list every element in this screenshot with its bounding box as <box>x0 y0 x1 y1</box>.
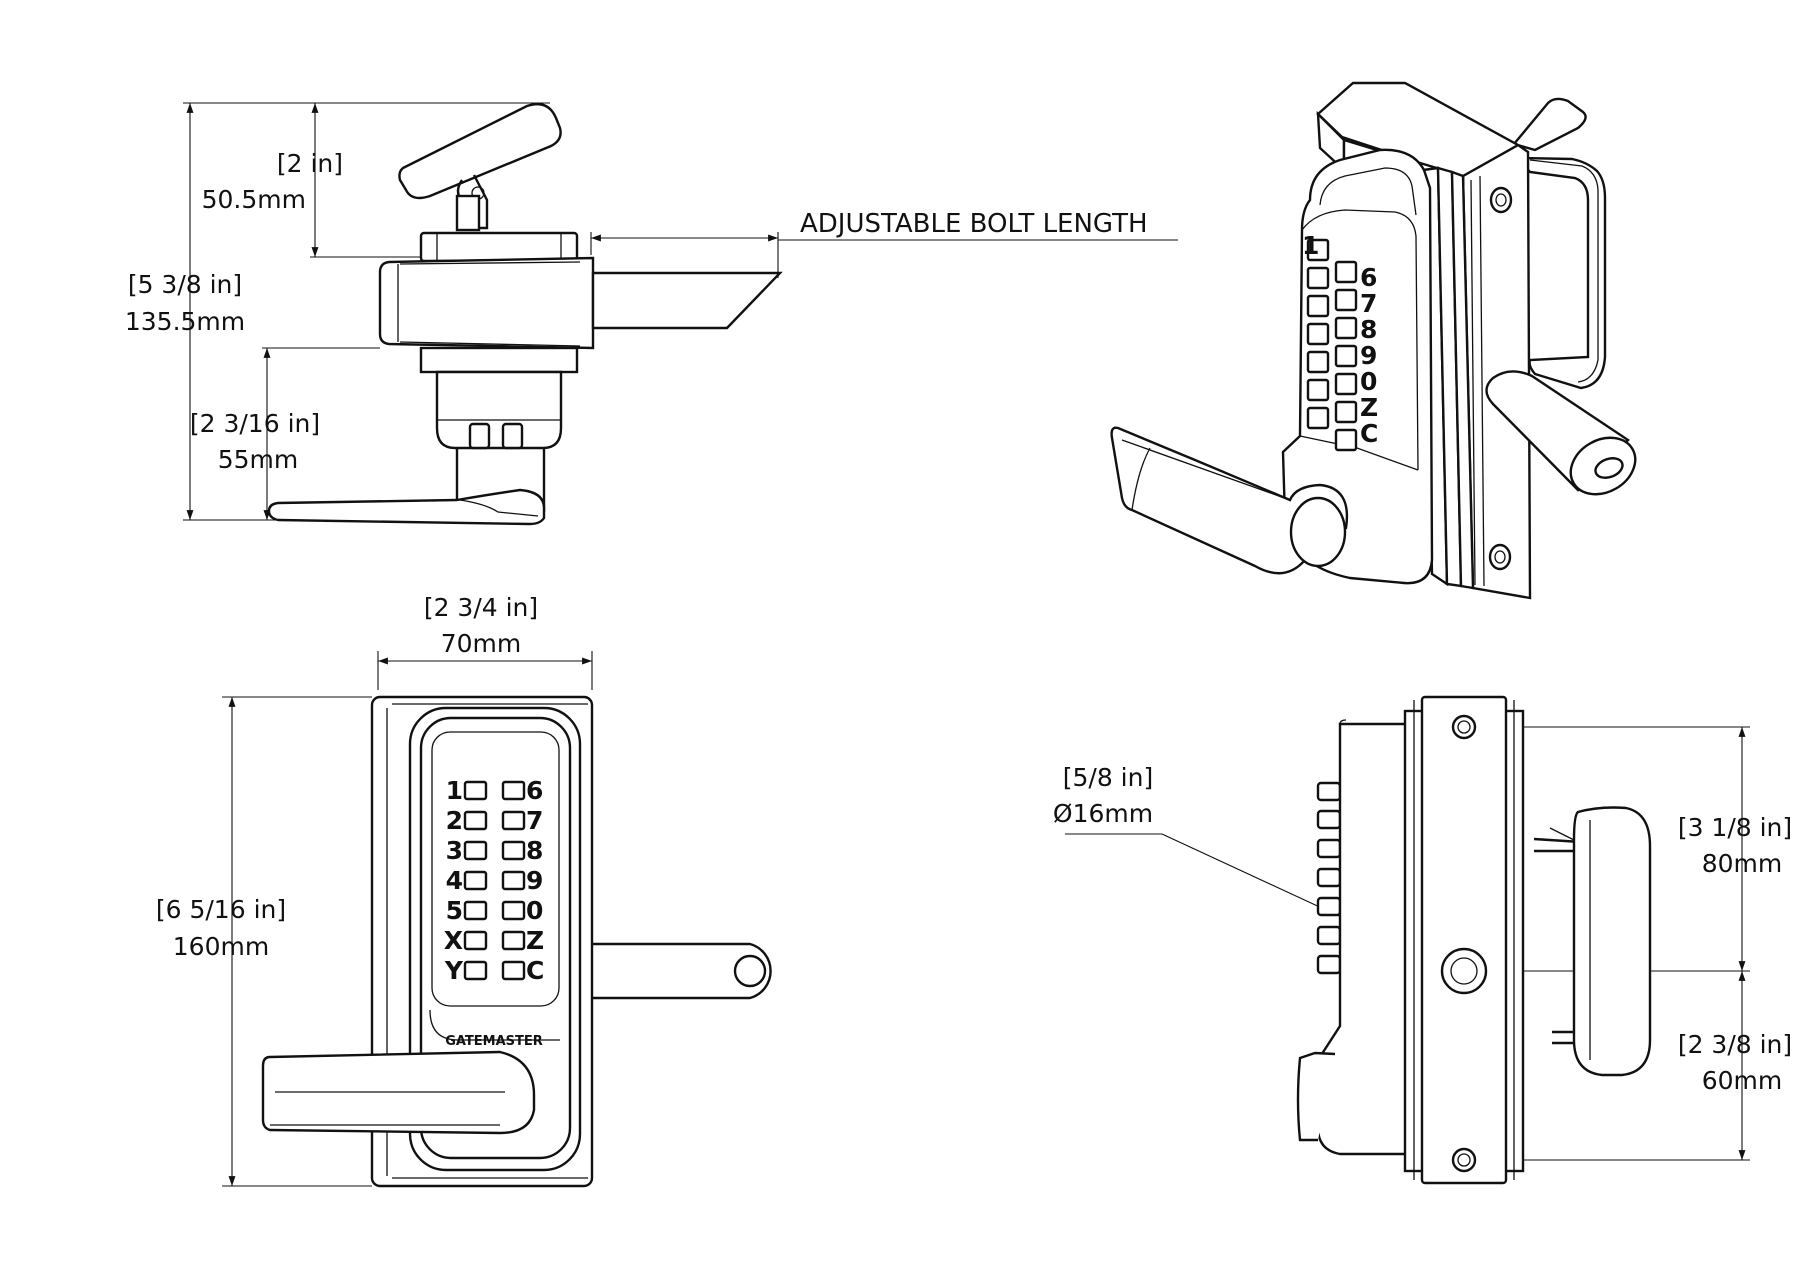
iso-key-label-z: Z <box>1360 393 1378 422</box>
dim-cap-height-in: [2 in] <box>277 149 343 178</box>
iso-key <box>1306 350 1330 374</box>
front-key-label-7: 7 <box>526 806 543 835</box>
rear-view-body <box>1296 695 1525 1185</box>
front-key-label-c: C <box>526 956 544 985</box>
front-key-left <box>463 840 488 861</box>
front-key-label-x: X <box>444 926 463 955</box>
side-view-cover-cap <box>398 102 562 232</box>
iso-key <box>1306 238 1330 262</box>
front-view-lever <box>261 1050 536 1135</box>
side-view-body <box>378 231 595 512</box>
iso-key-label-8: 8 <box>1360 315 1377 344</box>
dim-upper-mm: 80mm <box>1702 849 1783 878</box>
dim-overall-height-in: [5 3/8 in] <box>128 270 242 299</box>
iso-bolt <box>1485 370 1637 496</box>
front-key-label-3: 3 <box>446 836 463 865</box>
iso-key <box>1334 288 1358 312</box>
iso-key-label-6: 6 <box>1360 263 1377 292</box>
iso-key <box>1334 344 1358 368</box>
dim-height-in: [6 5/16 in] <box>156 895 286 924</box>
iso-key <box>1306 322 1330 346</box>
front-key-left <box>463 780 488 801</box>
side-view-dimension-lines <box>183 102 1178 521</box>
dim-lower-mm: 60mm <box>1702 1066 1783 1095</box>
isometric-view: 1 6 7 8 9 0 Z C <box>1110 81 1637 600</box>
front-view-bolt <box>588 942 772 1000</box>
side-view-top: [2 in] 50.5mm [5 3/8 in] 135.5mm [2 3/16… <box>125 102 1178 526</box>
iso-key-label-1: 1 <box>1302 231 1319 260</box>
iso-key <box>1306 294 1330 318</box>
dim-hole-in: [5/8 in] <box>1063 763 1153 792</box>
adjustable-bolt-label: ADJUSTABLE BOLT LENGTH <box>800 209 1148 239</box>
iso-rear-loop <box>1511 97 1607 390</box>
rear-view-button-stubs <box>1316 781 1342 975</box>
dim-width-mm: 70mm <box>441 629 522 658</box>
dim-upper-in: [3 1/8 in] <box>1678 813 1792 842</box>
dim-overall-height-mm: 135.5mm <box>125 307 245 336</box>
front-key-label-2: 2 <box>446 806 463 835</box>
front-key-right <box>501 810 526 831</box>
front-key-left <box>463 930 488 951</box>
rear-view-loop <box>1533 806 1652 1077</box>
front-key-label-y: Y <box>444 956 464 985</box>
dim-cap-height-mm: 50.5mm <box>202 185 306 214</box>
side-view-lever <box>267 488 546 526</box>
front-view-dimension-lines <box>222 651 593 1187</box>
front-key-left <box>463 900 488 921</box>
iso-key <box>1306 266 1330 290</box>
iso-lever <box>1110 426 1349 575</box>
front-key-label-4: 4 <box>446 866 463 895</box>
front-key-right <box>501 780 526 801</box>
dim-width-in: [2 3/4 in] <box>424 593 538 622</box>
front-key-right <box>501 900 526 921</box>
front-key-label-1: 1 <box>446 776 463 805</box>
front-key-left <box>463 960 488 981</box>
front-view-keypad: 1 2 3 4 5 X Y 6 7 8 9 0 Z C <box>444 776 545 985</box>
front-key-label-z: Z <box>526 926 544 955</box>
front-key-right <box>501 840 526 861</box>
front-view: 1 2 3 4 5 X Y 6 7 8 9 0 Z C GATEMASTER [… <box>156 593 772 1188</box>
dim-height-mm: 160mm <box>173 932 269 961</box>
front-key-left <box>463 870 488 891</box>
dim-lower-height-in: [2 3/16 in] <box>190 409 320 438</box>
front-key-label-5: 5 <box>446 896 463 925</box>
front-key-right <box>501 960 526 981</box>
dim-hole-mm: Ø16mm <box>1053 799 1153 828</box>
iso-key <box>1306 378 1330 402</box>
rear-view: [5/8 in] Ø16mm [3 1/8 in] 80mm [2 3/8 in… <box>1053 695 1792 1185</box>
front-key-right <box>501 870 526 891</box>
side-view-bolt <box>591 271 783 330</box>
iso-key <box>1334 260 1358 284</box>
iso-key <box>1334 400 1358 424</box>
front-key-label-6: 6 <box>526 776 543 805</box>
iso-keypad-buttons: 1 6 7 8 9 0 Z C <box>1302 231 1378 452</box>
brand-label: GATEMASTER <box>445 1034 543 1049</box>
dim-lower-in: [2 3/8 in] <box>1678 1030 1792 1059</box>
iso-key-label-9: 9 <box>1360 341 1377 370</box>
iso-key-label-7: 7 <box>1360 289 1377 318</box>
iso-key <box>1334 372 1358 396</box>
front-key-right <box>501 930 526 951</box>
iso-key-label-c: C <box>1360 419 1378 448</box>
front-key-label-8: 8 <box>526 836 543 865</box>
iso-key <box>1306 406 1330 430</box>
dim-lower-height-mm: 55mm <box>218 445 299 474</box>
iso-key <box>1334 316 1358 340</box>
iso-key <box>1334 428 1358 452</box>
front-key-label-9: 9 <box>526 866 543 895</box>
front-key-label-0: 0 <box>526 896 543 925</box>
front-key-left <box>463 810 488 831</box>
iso-key-label-0: 0 <box>1360 367 1377 396</box>
